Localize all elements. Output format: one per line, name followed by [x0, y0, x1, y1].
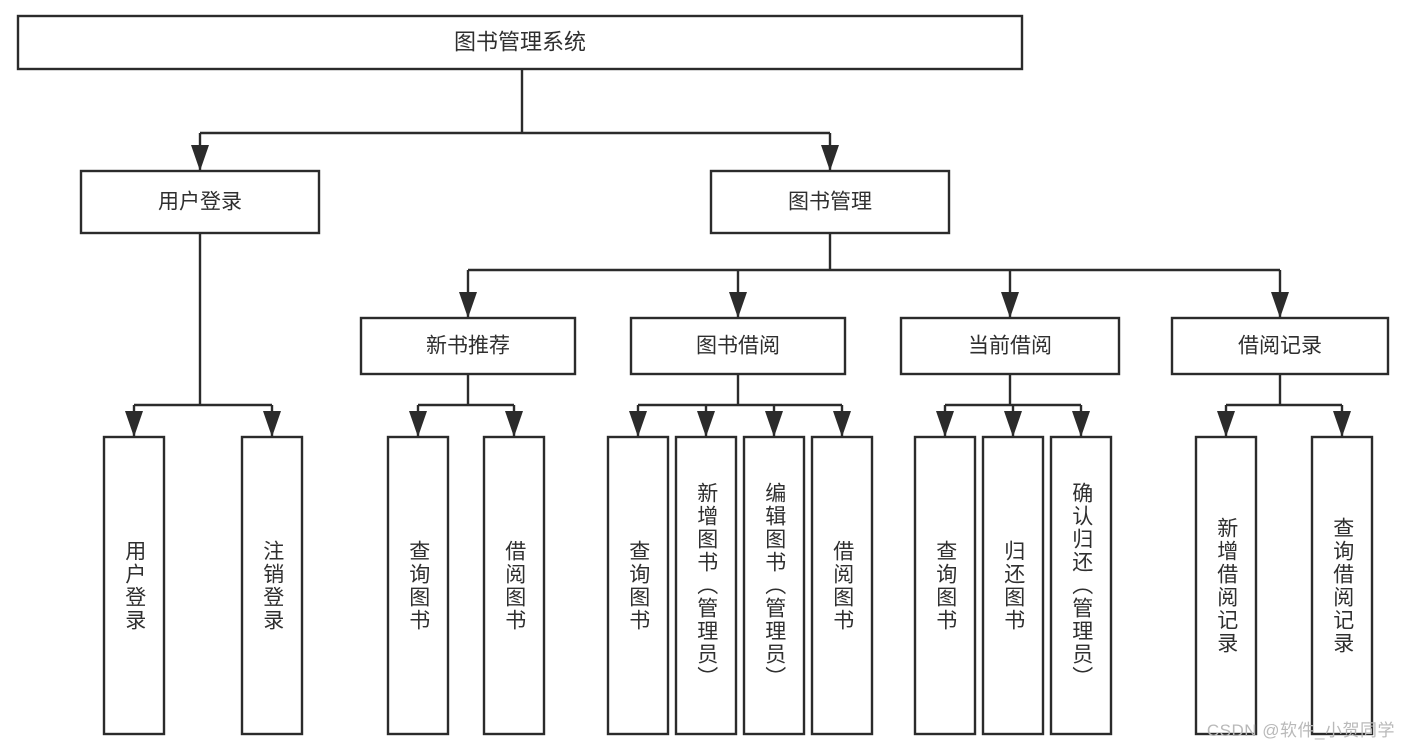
arrow-head-book-borrow [729, 292, 747, 318]
node-label-new-book-recommend: 新书推荐 [426, 335, 510, 358]
node-box-leaf-return-book [981, 435, 1045, 736]
arrow-head-leaf-edit-book [765, 411, 783, 437]
arrow-head-new-book-recommend [459, 292, 477, 318]
node-box-leaf-add-book [674, 435, 738, 736]
node-label-root: 图书管理系统 [454, 29, 586, 54]
arrow-head-leaf-query-book-1 [409, 411, 427, 437]
node-box-leaf-user-login [102, 435, 166, 736]
arrow-head-leaf-query-record [1333, 411, 1351, 437]
node-label-book-borrow: 图书借阅 [696, 335, 780, 358]
connector-layer [125, 69, 1351, 437]
box-layer [16, 14, 1390, 736]
arrow-head-user-login [191, 145, 209, 171]
node-box-current-borrow [899, 316, 1121, 376]
arrow-head-book-management [821, 145, 839, 171]
arrow-head-leaf-query-book-3 [936, 411, 954, 437]
node-box-book-borrow [629, 316, 847, 376]
node-box-leaf-user-logout [240, 435, 304, 736]
arrow-head-leaf-add-book [697, 411, 715, 437]
node-box-leaf-query-record [1310, 435, 1374, 736]
node-label-user-login: 用户登录 [158, 191, 242, 214]
node-box-borrow-record [1170, 316, 1390, 376]
node-box-book-management [709, 169, 951, 235]
node-box-leaf-confirm-return [1049, 435, 1113, 736]
node-label-book-management: 图书管理 [788, 191, 872, 214]
node-box-leaf-query-book-3 [913, 435, 977, 736]
arrow-head-leaf-add-record [1217, 411, 1235, 437]
arrow-head-leaf-borrow-book-1 [505, 411, 523, 437]
node-box-leaf-borrow-book-1 [482, 435, 546, 736]
node-box-new-book-recommend [359, 316, 577, 376]
node-box-leaf-add-record [1194, 435, 1258, 736]
node-box-leaf-borrow-book-2 [810, 435, 874, 736]
arrow-head-leaf-user-logout [263, 411, 281, 437]
arrow-head-leaf-user-login [125, 411, 143, 437]
arrow-head-leaf-borrow-book-2 [833, 411, 851, 437]
arrow-head-current-borrow [1001, 292, 1019, 318]
arrow-head-leaf-query-book-2 [629, 411, 647, 437]
csdn-watermark: CSDN @软件_小贺同学 [1206, 721, 1395, 740]
arrow-head-leaf-return-book [1004, 411, 1022, 437]
node-label-borrow-record: 借阅记录 [1238, 335, 1322, 358]
node-box-root [16, 14, 1024, 71]
node-box-leaf-query-book-2 [606, 435, 670, 736]
node-box-leaf-query-book-1 [386, 435, 450, 736]
arrow-head-leaf-confirm-return [1072, 411, 1090, 437]
arrow-head-borrow-record [1271, 292, 1289, 318]
node-label-current-borrow: 当前借阅 [968, 335, 1052, 358]
node-box-leaf-edit-book [742, 435, 806, 736]
node-box-user-login [79, 169, 321, 235]
